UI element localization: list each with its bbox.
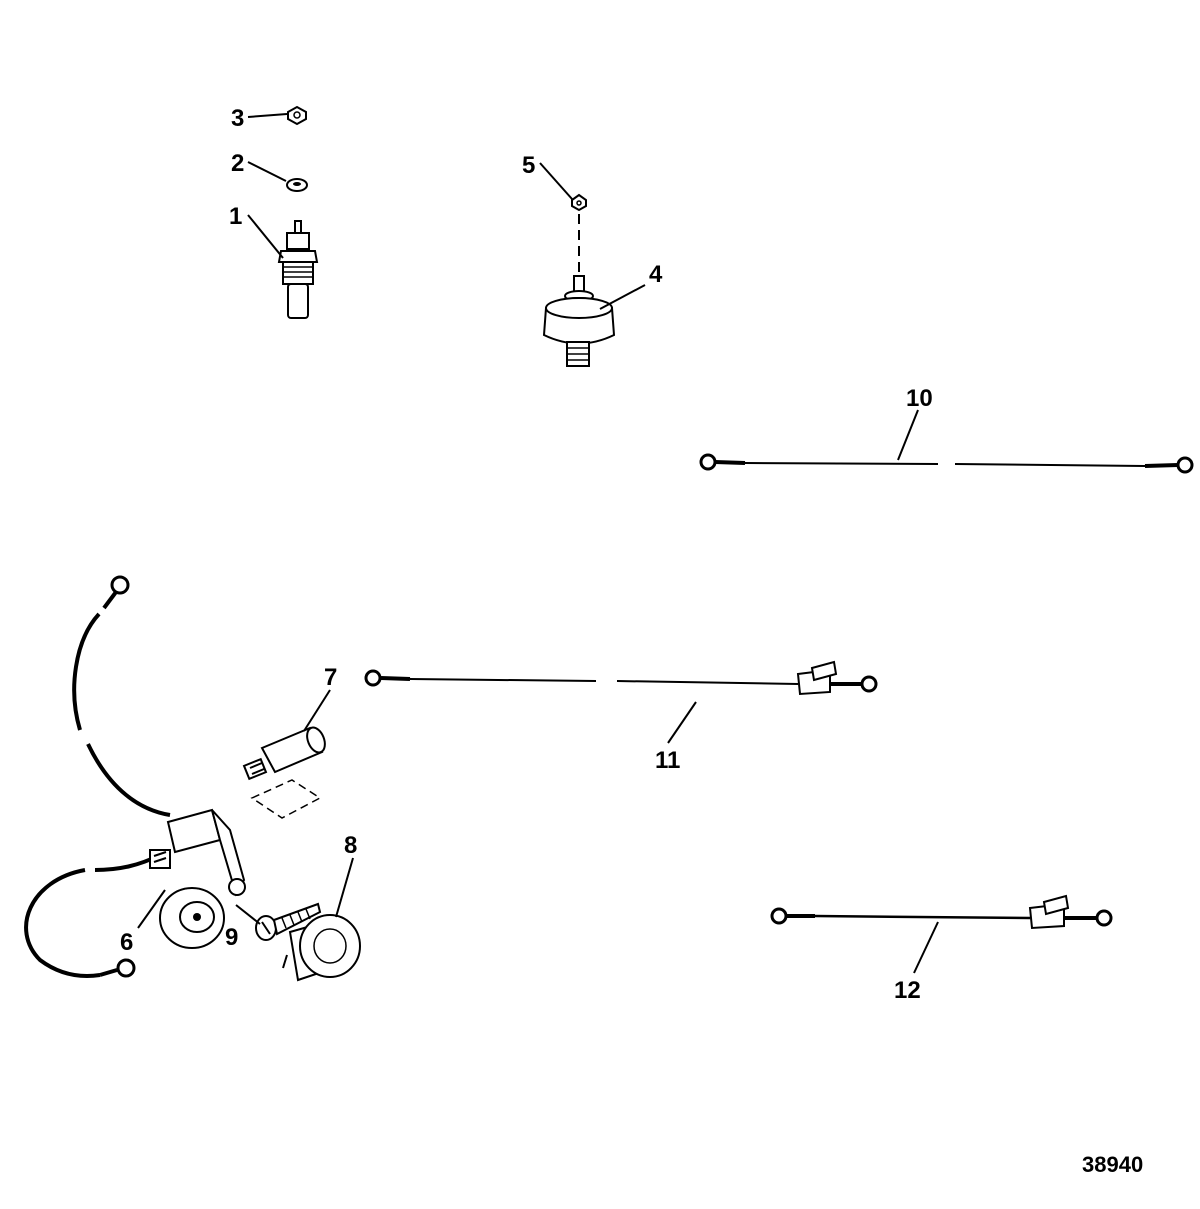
part-trim-sender — [149, 808, 246, 949]
callout-9: 9 — [225, 924, 238, 951]
part-wire-10 — [699, 453, 1194, 474]
part-wire-12 — [770, 894, 1113, 930]
part-screw — [250, 779, 322, 941]
part-temperature-sender — [277, 220, 319, 319]
callout-7: 7 — [324, 664, 337, 691]
callout-12: 12 — [894, 977, 921, 1004]
callout-1: 1 — [229, 203, 242, 230]
part-washer — [286, 178, 308, 192]
callout-5: 5 — [522, 152, 535, 179]
callout-6: 6 — [120, 929, 133, 956]
part-cap — [282, 914, 361, 982]
callout-11: 11 — [655, 747, 680, 774]
figure-number: 38940 — [1082, 1152, 1143, 1177]
part-small-nut — [571, 193, 587, 212]
leader-lines — [137, 113, 939, 974]
callout-3: 3 — [231, 105, 244, 132]
part-nut — [287, 105, 307, 126]
callout-8: 8 — [344, 832, 357, 859]
part-sender-lead — [24, 575, 171, 979]
callout-2: 2 — [231, 150, 244, 177]
callout-4: 4 — [649, 261, 663, 288]
part-connector — [242, 726, 326, 781]
part-wire-11 — [364, 660, 878, 696]
callout-10: 10 — [906, 385, 933, 412]
part-pressure-sender — [542, 275, 616, 367]
callout-numbers: 3 2 1 5 4 10 7 11 6 9 8 12 — [120, 105, 933, 1004]
